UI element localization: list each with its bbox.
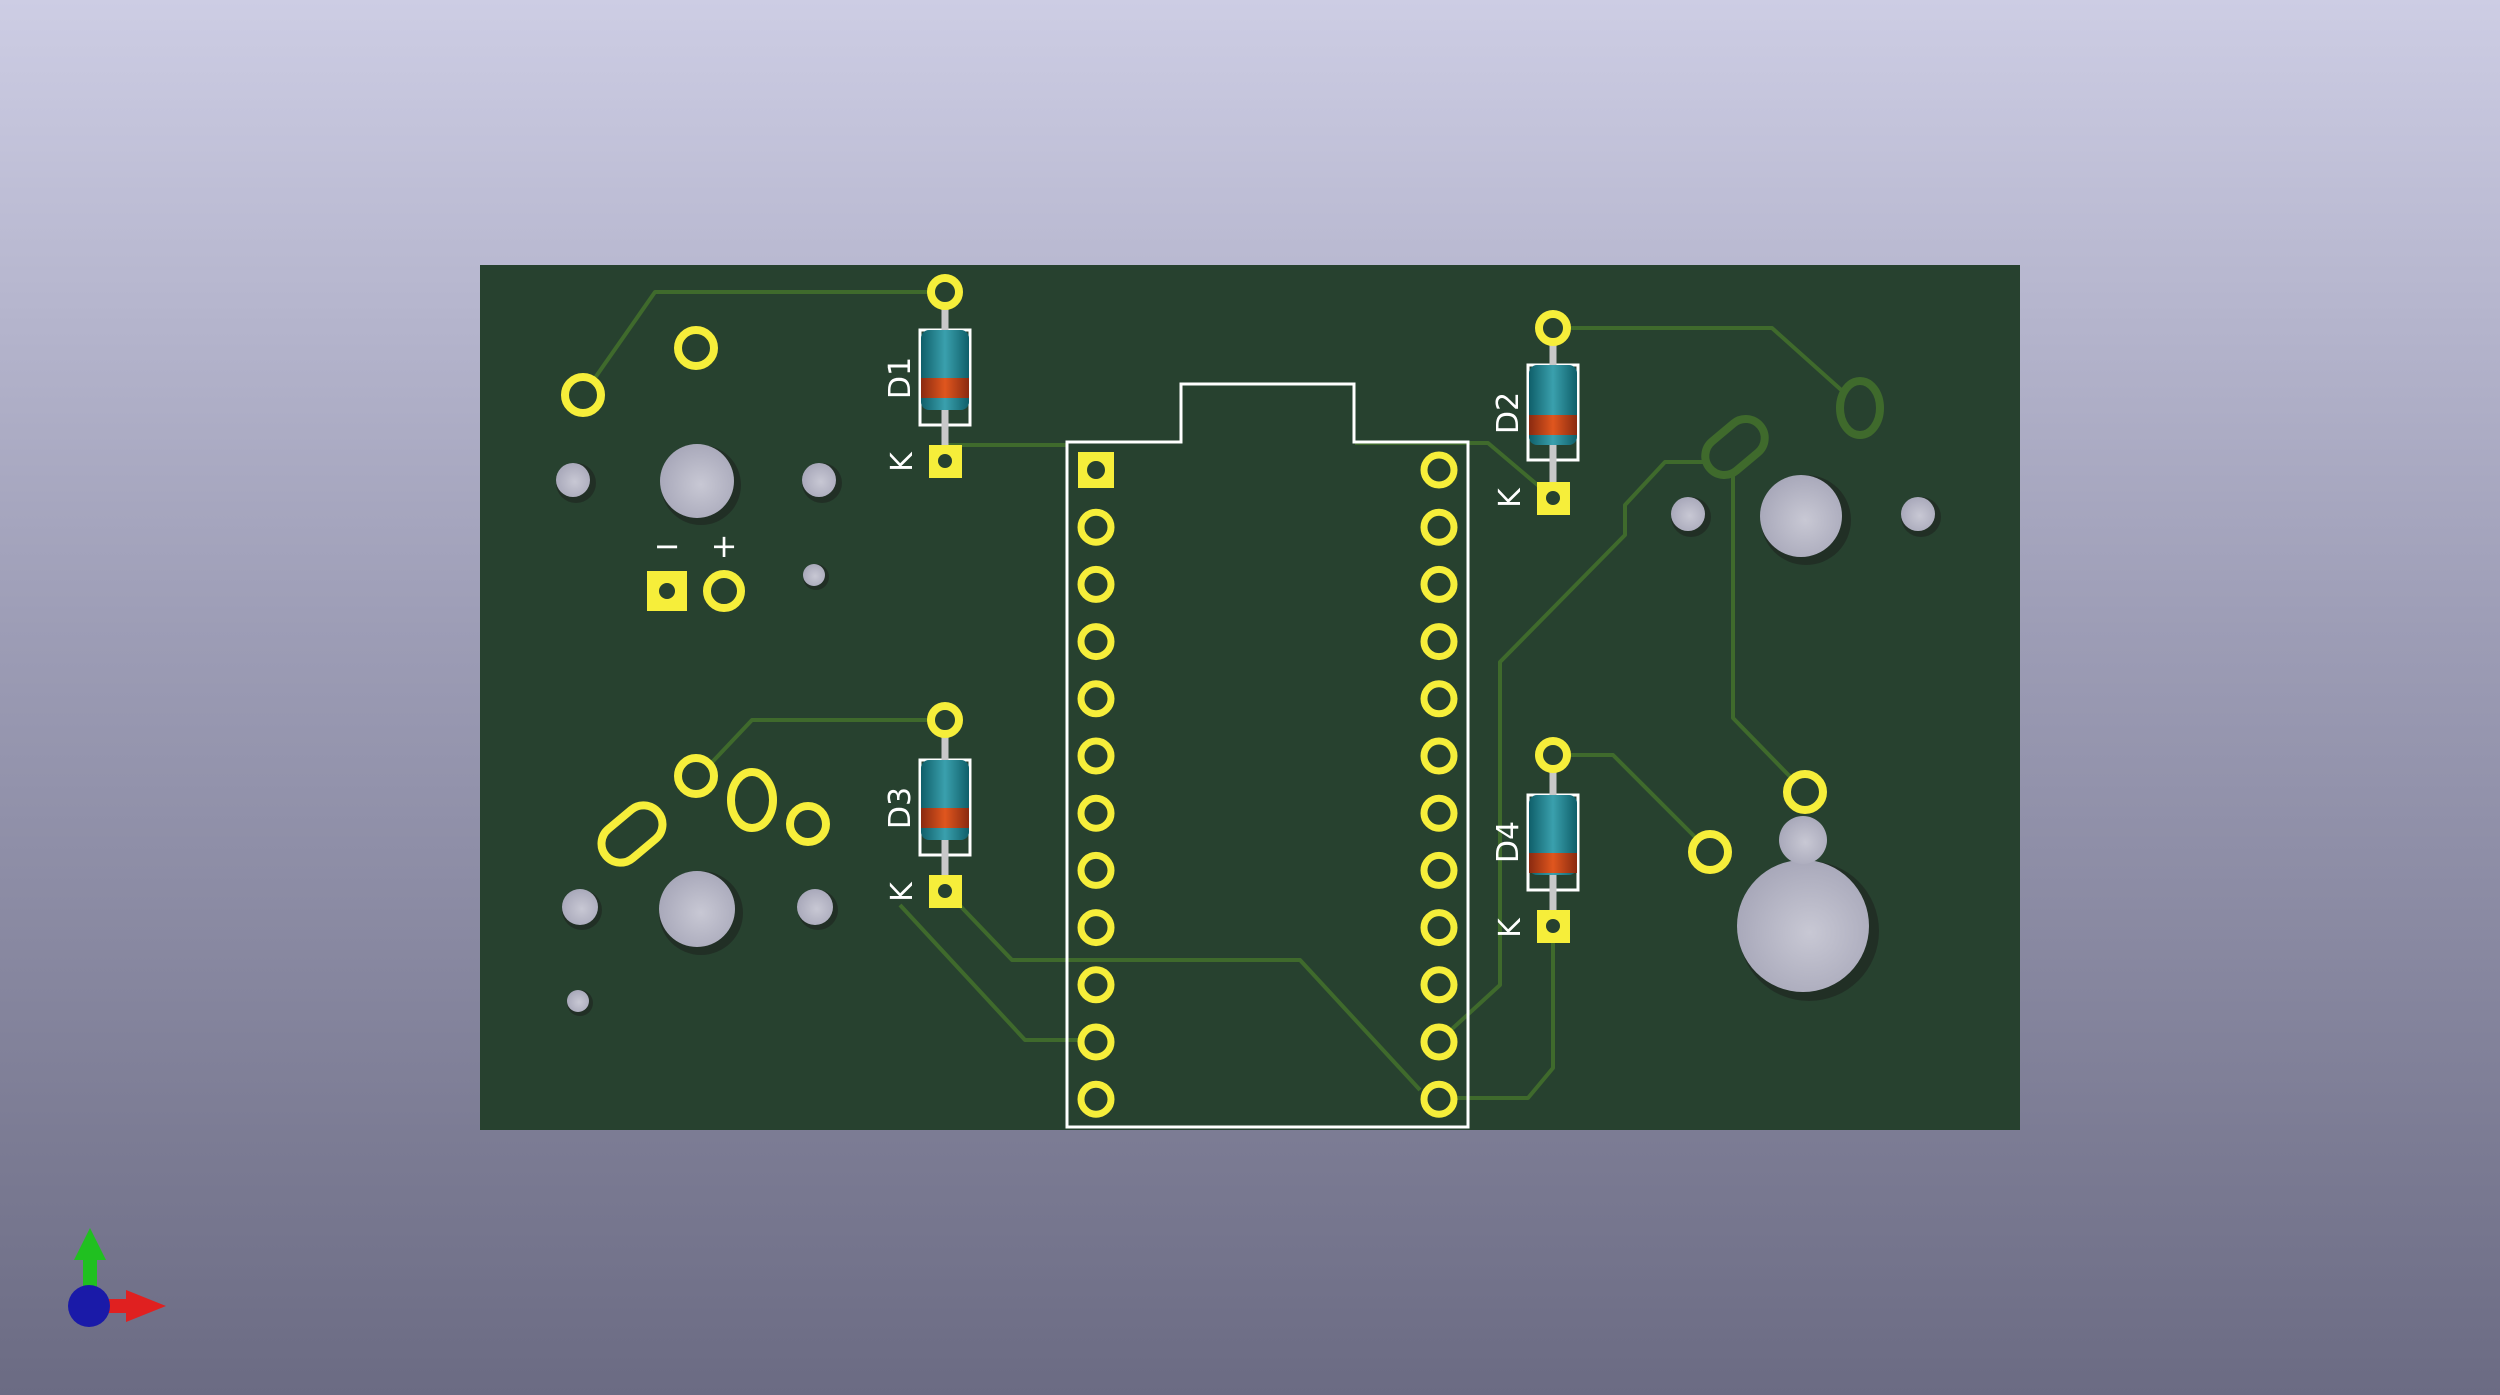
trace [1553,326,1860,407]
pad [674,754,718,798]
mcu-pin-pad [1420,565,1458,603]
trace [1731,430,1807,794]
mcu-pin-pad [1077,966,1115,1004]
mcu-pin-pad [1420,737,1458,775]
plus-label: + [711,527,738,565]
mcu-pin-pad [1077,737,1115,775]
diode-d3: D3 K [883,702,972,908]
trace [1553,753,1712,854]
mcu-pin-pad [1077,794,1115,832]
mcu-pins [1078,452,1114,488]
mcu-pin-pad [1077,680,1115,718]
power-pad-plus [703,570,745,612]
k4-label: K [1493,917,1528,938]
z-axis-dot-icon [68,1285,110,1327]
pad [786,802,830,846]
mcu-right-pins [1420,451,1458,1118]
pad [561,373,605,417]
trace [1438,460,1718,1042]
mcu-pin-pad [1077,623,1115,661]
stabilizer-cutout-right [1737,816,1879,1001]
d2-label: D2 [1491,392,1526,434]
mcu-pin-pad [1420,1023,1458,1061]
mcu-pin-pad [1077,851,1115,889]
mcu-pin-pad [1077,1080,1115,1118]
mcu-pin-pad [1077,909,1115,947]
switch-cutout-bottom-left [562,871,838,1016]
d1-label: D1 [883,357,918,399]
mcu-pin-pad [1420,508,1458,546]
power-connector: − + [647,527,745,612]
mcu-pin-pad [1420,966,1458,1004]
switch-cutout-top-left [556,444,842,590]
axis-orientation-gizmo [68,1228,166,1327]
mcu-pin-pad [1077,1023,1115,1061]
pad [674,326,718,370]
mcu-pin-pad [1077,508,1115,546]
pad [1688,830,1732,874]
trace [698,718,945,777]
k3-label: K [885,881,920,902]
through-hole-pads [561,326,1884,874]
oval-pad-dark [1701,415,1769,479]
diode-d2: D2 K [1491,310,1580,515]
diode-d4: D4 K [1491,737,1580,943]
minus-label: − [654,527,681,565]
mcu-footprint [1065,382,1470,1129]
mcu-pin-pad [1077,565,1115,603]
mcu-pin-pad [1420,851,1458,889]
switch-cutout-top-right [1671,475,1941,565]
oval-pad [727,768,777,832]
diode-d1: D1 K [883,274,972,478]
pad [1783,770,1827,814]
d4-label: D4 [1491,821,1526,863]
pcb-substrate [480,265,2020,1130]
mcu-pin-pad [1420,680,1458,718]
mcu-pin-pad [1420,451,1458,489]
mcu-left-pins [1077,508,1115,1118]
k2-label: K [1493,487,1528,508]
trace [581,290,945,397]
d3-label: D3 [883,787,918,829]
mcu-pin-pad [1420,794,1458,832]
mcu-pin-pad [1420,909,1458,947]
k1-label: K [885,451,920,472]
trace [1440,925,1555,1100]
trace [898,903,1096,1042]
oval-pad [597,801,667,867]
drill-holes [556,444,1941,1016]
oval-pad-dark [1836,377,1884,439]
mcu-pin-pad [1420,1080,1458,1118]
mcu-pin-pad [1420,623,1458,661]
trace [943,888,1422,1092]
